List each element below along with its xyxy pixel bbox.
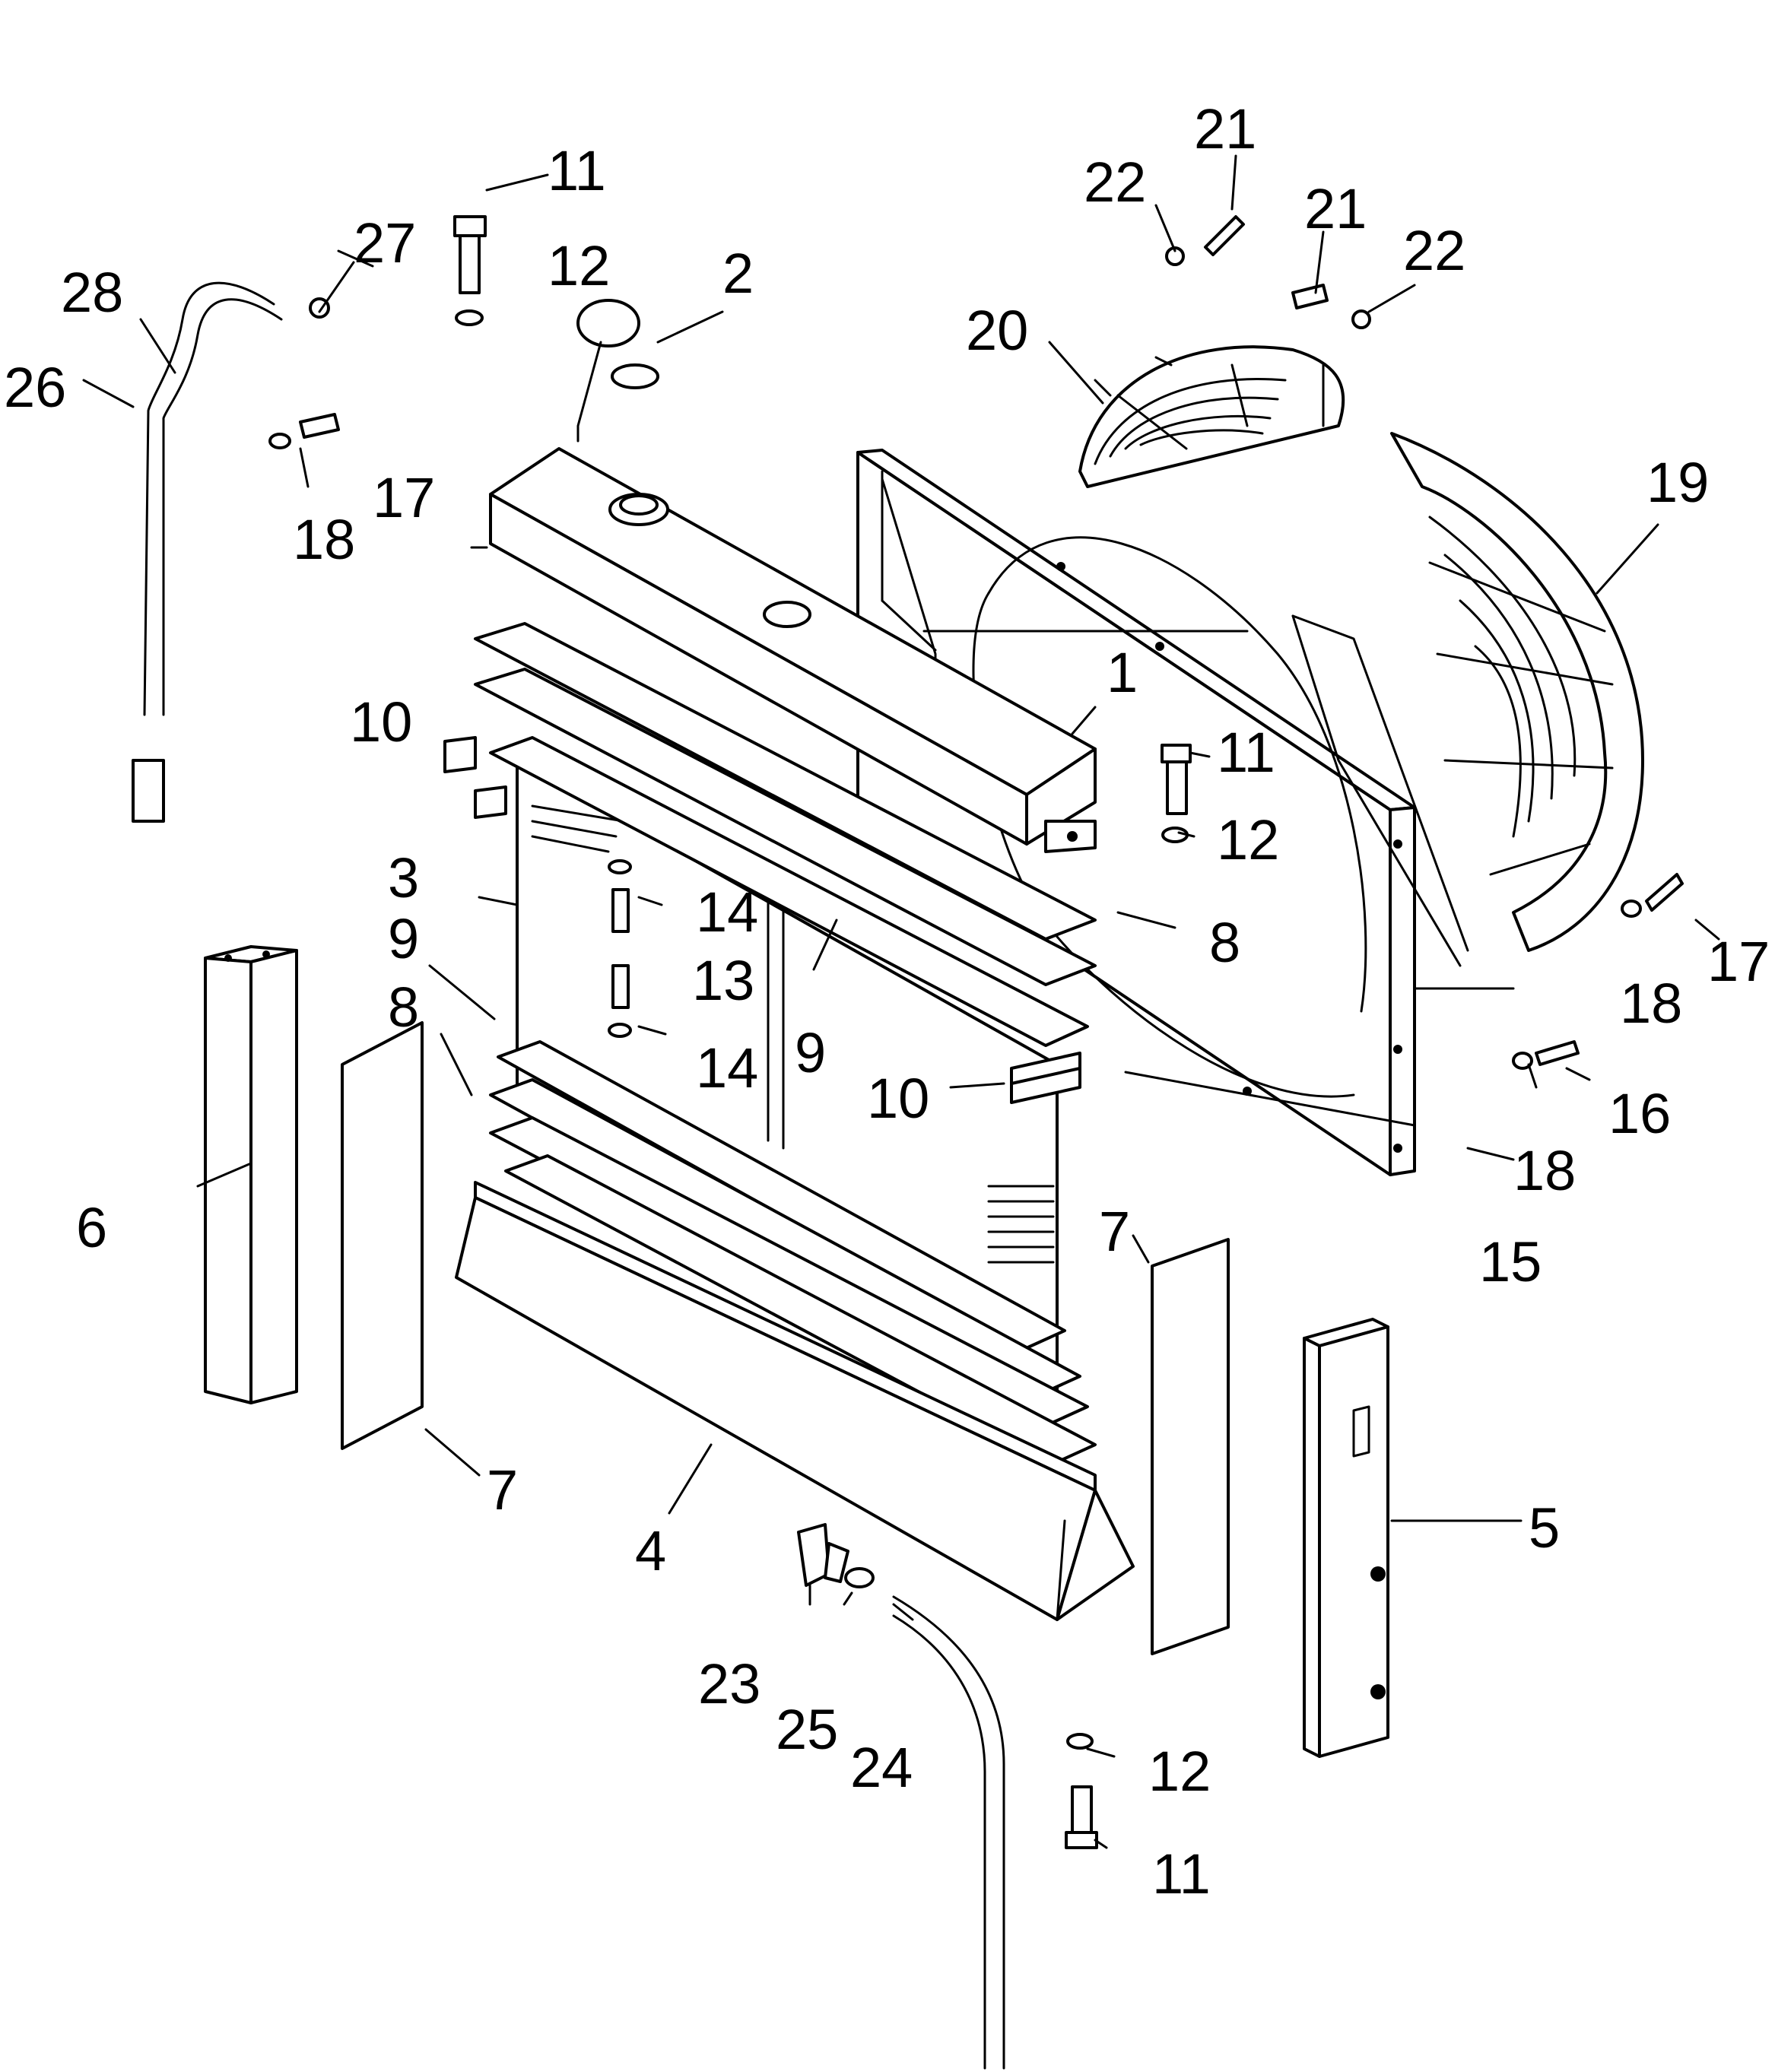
overflow-pipe (132, 281, 330, 823)
callout-6: 6 (76, 1196, 107, 1259)
callout-1: 1 (1107, 641, 1138, 704)
callout-22-top: 22 (1084, 151, 1146, 214)
callout-21-top: 21 (1194, 97, 1256, 160)
callout-3: 3 (388, 846, 419, 909)
fan-guard-rear (1390, 432, 1644, 952)
callout-8-left: 8 (388, 976, 419, 1039)
callout-26: 26 (4, 356, 66, 419)
gasket-plates-upper (474, 622, 1097, 1047)
callout-18-right-upper: 18 (1620, 972, 1682, 1035)
gasket-plates-lower (489, 1040, 1097, 1465)
callout-17-left: 17 (373, 466, 435, 529)
callout-19: 19 (1646, 451, 1709, 514)
callout-28: 28 (61, 261, 123, 324)
drain-valve-and-hose (797, 1523, 1005, 2070)
callout-13: 13 (692, 949, 754, 1012)
callout-12-right: 12 (1217, 808, 1279, 871)
bolts-and-washers (268, 215, 1684, 1849)
callout-10-left: 10 (350, 690, 412, 754)
callout-17-right: 17 (1707, 930, 1770, 993)
callout-5: 5 (1529, 1496, 1560, 1560)
callout-12-top: 12 (548, 234, 610, 297)
callout-10-right: 10 (867, 1067, 929, 1130)
callout-11-top: 11 (548, 139, 606, 202)
callout-14-top: 14 (696, 881, 758, 944)
callout-9-left: 9 (388, 907, 419, 970)
shims (443, 736, 1081, 1104)
callout-24: 24 (850, 1736, 913, 1799)
callout-16: 16 (1608, 1082, 1671, 1145)
callout-22-right: 22 (1403, 219, 1465, 282)
side-member-left (204, 945, 298, 1404)
lower-tank (455, 1181, 1135, 1621)
callout-8-right: 8 (1209, 911, 1240, 974)
callout-7-right: 7 (1099, 1200, 1130, 1263)
callout-2: 2 (722, 242, 754, 305)
callout-11-right: 11 (1217, 721, 1275, 784)
callout-27: 27 (354, 211, 416, 274)
fan-shroud (856, 449, 1515, 1176)
callout-7-left: 7 (487, 1458, 518, 1521)
seal-plate-left (341, 1021, 424, 1450)
callout-4: 4 (635, 1519, 666, 1582)
fan-guard-upper (1078, 345, 1345, 488)
callout-15: 15 (1479, 1230, 1542, 1293)
callout-14-bottom: 14 (696, 1036, 758, 1099)
side-member-right (1303, 1318, 1389, 1758)
leader-lines (82, 154, 1720, 1849)
callout-25: 25 (776, 1698, 838, 1761)
callout-labels: 1 2 3 4 5 6 7 7 8 8 9 9 10 10 11 11 11 1… (4, 97, 1770, 1905)
filler-cap (576, 299, 659, 443)
callout-18-left: 18 (293, 508, 355, 571)
callout-23: 23 (698, 1652, 760, 1715)
seal-plate-right (1151, 1238, 1230, 1655)
callout-12-bottom: 12 (1148, 1740, 1211, 1803)
callout-20: 20 (966, 299, 1028, 362)
callout-11-bottom: 11 (1152, 1842, 1211, 1905)
upper-tank (470, 447, 1097, 853)
callout-18-right-lower: 18 (1513, 1139, 1576, 1202)
callout-9-center: 9 (795, 1021, 826, 1084)
callout-21-right: 21 (1304, 177, 1367, 240)
